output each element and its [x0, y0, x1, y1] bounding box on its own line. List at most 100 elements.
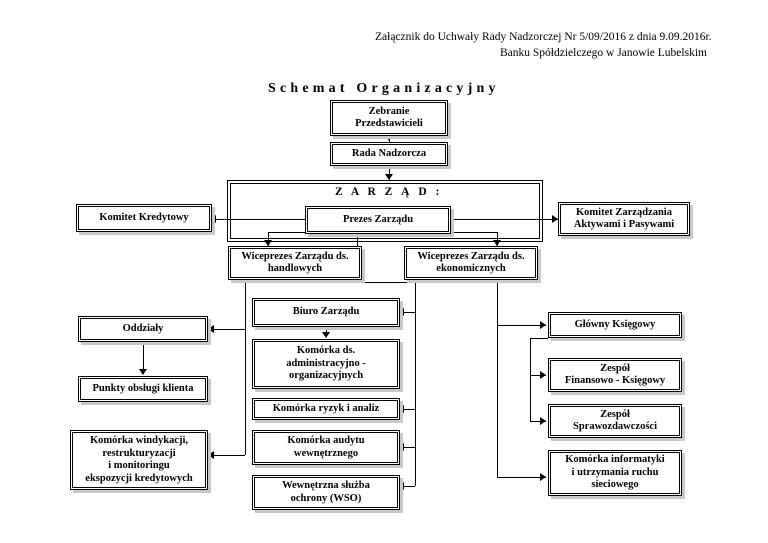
connector-bus-komorka-audytu	[402, 447, 415, 448]
connector-bus-wso	[402, 486, 415, 487]
connector-bus-zespol-sprawozdawczosci	[530, 421, 546, 422]
node-komorka-ryzyk-i-analiz[interactable]: Komórka ryzyk i analiz	[252, 398, 400, 420]
zarzad-group-label: Z A R Z Ą D :	[335, 186, 443, 198]
node-wso-inner: Wewnętrzna służba ochrony (WSO)	[254, 477, 398, 508]
connector-bus-oddzialy	[212, 329, 245, 330]
node-komorka-admin-inner: Komórka ds. administracyjno - organizacy…	[254, 341, 398, 387]
node-zebranie-inner: Zebranie Przedstawicieli	[332, 102, 446, 134]
node-glowny-ksiegowy[interactable]: Główny Księgowy	[548, 312, 682, 338]
node-punkty-inner: Punkty obsługi klienta	[80, 378, 206, 400]
node-rada-text: Rada Nadzorcza	[351, 147, 427, 159]
node-komitet-kredytowy-inner: Komitet Kredytowy	[78, 206, 210, 230]
connector-center-column-bus	[415, 282, 416, 486]
node-zespol-spraw-inner: Zespół Sprawozdawczości	[550, 406, 680, 436]
connector-glowny-ksiegowy-sub-bus-h	[530, 338, 548, 339]
node-rada-nadzorcza[interactable]: Rada Nadzorcza	[330, 142, 448, 166]
node-zespol-fin-text: Zespół Finansowo - Księgowy	[564, 362, 666, 387]
node-glowny-ksiegowy-text: Główny Księgowy	[574, 318, 656, 330]
node-wiceprezes-handlowych-text: Wiceprezes Zarządu ds. handlowych	[241, 250, 349, 275]
node-wiceprezes-ekonomicznych-text: Wiceprezes Zarządu ds. ekonomicznych	[417, 250, 525, 275]
node-komorka-it-inner: Komórka informatyki i utrzymania ruchu s…	[550, 452, 680, 494]
node-prezes-inner: Prezes Zarządu	[307, 208, 449, 232]
node-oddzialy-text: Oddziały	[122, 322, 164, 334]
connector-bus-komorka-it	[497, 477, 546, 478]
node-komorka-admin-text: Komórka ds. administracyjno - organizacy…	[286, 345, 366, 382]
node-komorka-windykacji[interactable]: Komórka windykacji, restrukturyzacji i m…	[70, 430, 208, 490]
connector-prezes-to-komitet-kredytowy	[212, 219, 308, 220]
arrow-right-glowny-ksiegowy	[540, 321, 546, 329]
arrow-left-biuro-zarzadu	[398, 308, 404, 316]
node-zespol-finansowo-ksiegowy[interactable]: Zespół Finansowo - Księgowy	[548, 358, 682, 392]
arrow-left-wso	[398, 482, 404, 490]
connector-prezes-to-komitet-zarzadzania	[449, 219, 560, 220]
node-komorka-audytu-text: Komórka audytu wewnętrznego	[287, 435, 365, 459]
page-title: Schemat Organizacyjny	[268, 81, 500, 96]
arrow-right-komorka-it	[540, 473, 546, 481]
node-wiceprezes-handlowych-inner: Wiceprezes Zarządu ds. handlowych	[230, 248, 360, 278]
connector-biuro-komorka-admin	[326, 327, 327, 333]
node-wewnetrzna-sluzba-ochrony[interactable]: Wewnętrzna służba ochrony (WSO)	[252, 475, 400, 510]
node-zespol-spraw-text: Zespół Sprawozdawczości	[573, 408, 657, 433]
arrow-down-vp-handlowych	[264, 240, 272, 246]
connector-bus-zespol-finansowy	[530, 375, 546, 376]
connector-vp-handlowych-left-bus	[245, 280, 246, 455]
arrow-left-oddzialy	[208, 325, 214, 333]
connector-vp-ekonomicznych-right-bus	[497, 280, 498, 477]
node-biuro-zarzadu[interactable]: Biuro Zarządu	[252, 298, 400, 327]
node-wiceprezes-ekonomicznych[interactable]: Wiceprezes Zarządu ds. ekonomicznych	[404, 246, 538, 280]
connector-prezes-vp-ekonomicznych-v	[497, 232, 498, 246]
node-glowny-ksiegowy-inner: Główny Księgowy	[550, 314, 680, 336]
arrow-down-vp-ekonomicznych	[493, 240, 501, 246]
zarzad-group-inner-border	[230, 183, 540, 239]
node-komitet-zarzadzania[interactable]: Komitet Zarządzania Aktywami i Pasywami	[558, 202, 690, 236]
node-oddzialy-inner: Oddziały	[80, 318, 206, 340]
node-punkty-text: Punkty obsługi klienta	[92, 382, 194, 394]
arrow-down-komorka-admin	[322, 332, 330, 338]
node-komorka-informatyki[interactable]: Komórka informatyki i utrzymania ruchu s…	[548, 450, 682, 496]
node-komorka-audytu-inner: Komórka audytu wewnętrznego	[254, 432, 398, 463]
arrow-left-komorka-audytu	[398, 443, 404, 451]
node-biuro-zarzadu-text: Biuro Zarządu	[292, 306, 360, 318]
node-komorka-ryzyk-inner: Komórka ryzyk i analiz	[254, 400, 398, 418]
node-komitet-kredytowy[interactable]: Komitet Kredytowy	[76, 204, 212, 232]
node-wiceprezes-handlowych[interactable]: Wiceprezes Zarządu ds. handlowych	[228, 246, 362, 280]
arrow-left-komitet-kredytowy	[210, 215, 216, 223]
connector-prezes-vp-ekonomicznych-h	[449, 232, 497, 233]
node-komorka-administracyjno-organizacyjna[interactable]: Komórka ds. administracyjno - organizacy…	[252, 339, 400, 389]
connector-prezes-center-bus-h	[357, 282, 415, 283]
node-zebranie-text: Zebranie Przedstawicieli	[355, 105, 423, 130]
connector-glowny-ksiegowy-sub-bus-v	[530, 338, 531, 421]
arrow-down-zarzad	[385, 174, 393, 180]
node-zebranie-przedstawicieli[interactable]: Zebranie Przedstawicieli	[330, 100, 448, 136]
node-komorka-ryzyk-text: Komórka ryzyk i analiz	[272, 402, 380, 414]
node-punkty-obslugi-klienta[interactable]: Punkty obsługi klienta	[78, 376, 208, 402]
node-zespol-fin-inner: Zespół Finansowo - Księgowy	[550, 360, 680, 390]
arrow-left-windykacja	[208, 451, 214, 459]
node-oddzialy[interactable]: Oddziały	[78, 316, 208, 342]
node-biuro-zarzadu-inner: Biuro Zarządu	[254, 300, 398, 325]
node-komorka-audytu-wewnetrznego[interactable]: Komórka audytu wewnętrznego	[252, 430, 400, 465]
connector-bus-komorka-ryzyk	[402, 409, 415, 410]
connector-prezes-vp-handlowych-h	[268, 232, 308, 233]
connector-oddzialy-punkty	[143, 342, 144, 370]
node-wso-text: Wewnętrzna służba ochrony (WSO)	[282, 480, 370, 504]
arrow-left-komorka-ryzyk	[398, 405, 404, 413]
node-komitet-kredytowy-text: Komitet Kredytowy	[99, 211, 189, 223]
connector-bus-biuro-zarzadu	[402, 312, 415, 313]
connector-bus-windykacja	[212, 455, 245, 456]
node-prezes-text: Prezes Zarządu	[342, 213, 414, 225]
node-prezes-zarzadu[interactable]: Prezes Zarządu	[305, 206, 451, 234]
arrow-down-punkty	[139, 369, 147, 375]
arrow-right-zespol-finansowy	[540, 371, 546, 379]
connector-bus-glowny-ksiegowy	[497, 325, 546, 326]
arrow-right-komitet-zarzadzania	[552, 215, 558, 223]
node-wiceprezes-ekonomicznych-inner: Wiceprezes Zarządu ds. ekonomicznych	[406, 248, 536, 278]
header-line-2: Banku Spółdzielczego w Janowie Lubelskim	[500, 47, 707, 59]
node-windykacja-inner: Komórka windykacji, restrukturyzacji i m…	[72, 432, 206, 488]
node-komitet-zarzadzania-text: Komitet Zarządzania Aktywami i Pasywami	[573, 206, 675, 231]
connector-prezes-vp-handlowych-v	[268, 232, 269, 246]
connector-rada-zarzad	[389, 166, 390, 180]
node-zespol-sprawozdawczosci[interactable]: Zespół Sprawozdawczości	[548, 404, 682, 438]
node-rada-inner: Rada Nadzorcza	[332, 144, 446, 164]
node-windykacja-text: Komórka windykacji, restrukturyzacji i m…	[85, 435, 193, 484]
